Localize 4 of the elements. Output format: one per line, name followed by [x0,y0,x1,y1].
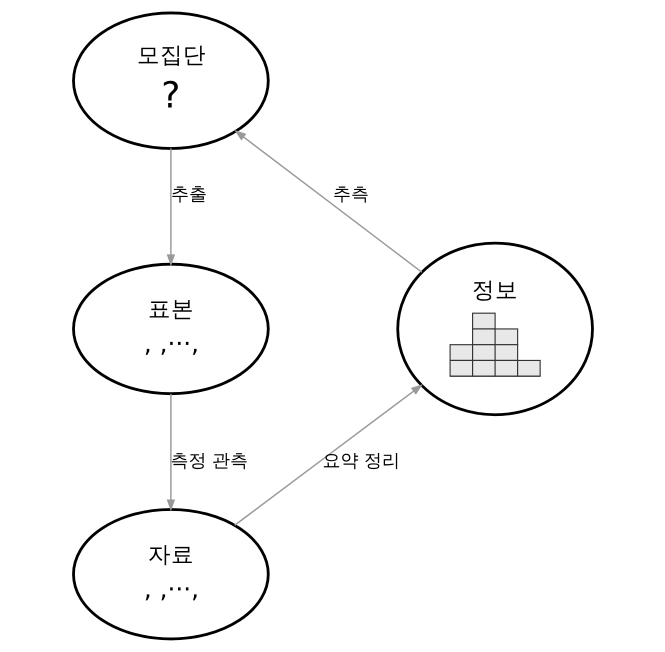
edge-label: 요약 정리 [322,450,400,472]
edge-label: 추측 [332,184,369,205]
edge-label: 측정 관측 [170,450,248,472]
edge-label: 추출 [170,184,206,205]
